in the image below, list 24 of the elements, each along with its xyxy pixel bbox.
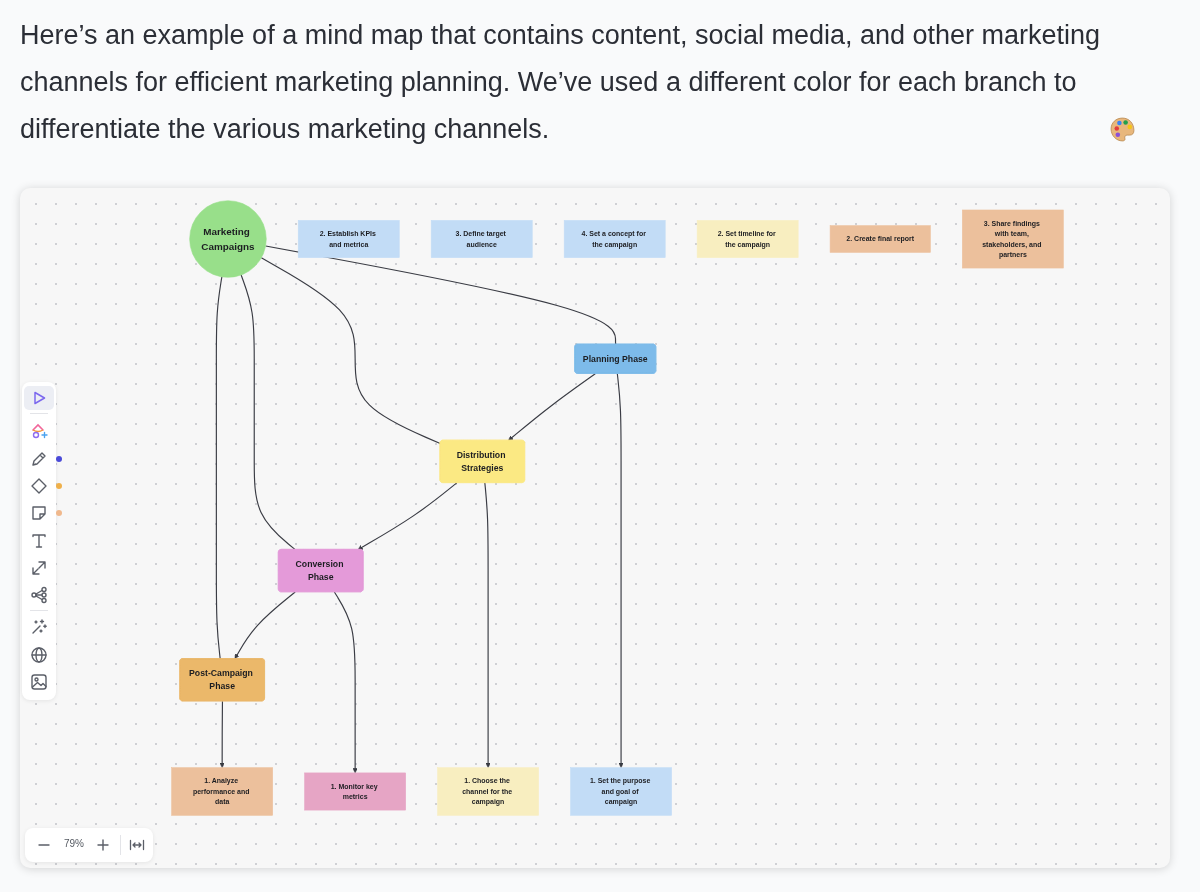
connector	[215, 276, 222, 660]
node-box	[961, 209, 1064, 269]
caption-text: Here’s an example of a mind map that contains content, social media, and other marketing channels for efficient marketing planning. We’ve used a different color for each branch to differentiate the various marketing channels.	[20, 19, 1102, 146]
node-box	[303, 772, 406, 811]
connector	[264, 245, 616, 345]
connector	[260, 257, 441, 445]
node-box	[569, 767, 672, 816]
node-box	[829, 225, 931, 253]
arrow	[234, 591, 296, 660]
arrow	[219, 700, 225, 768]
connector	[240, 274, 296, 551]
node-circle	[188, 200, 267, 278]
arrow	[483, 482, 491, 768]
node-box	[297, 220, 400, 258]
node-box	[430, 220, 532, 258]
arrow	[357, 482, 457, 550]
arrow	[507, 373, 596, 441]
zoom-level: 79%	[64, 838, 84, 849]
arrow	[333, 591, 358, 774]
node-box	[170, 767, 273, 816]
node-box	[436, 767, 539, 816]
node-box	[563, 220, 665, 258]
node-box	[696, 220, 798, 258]
arrow	[616, 373, 624, 768]
